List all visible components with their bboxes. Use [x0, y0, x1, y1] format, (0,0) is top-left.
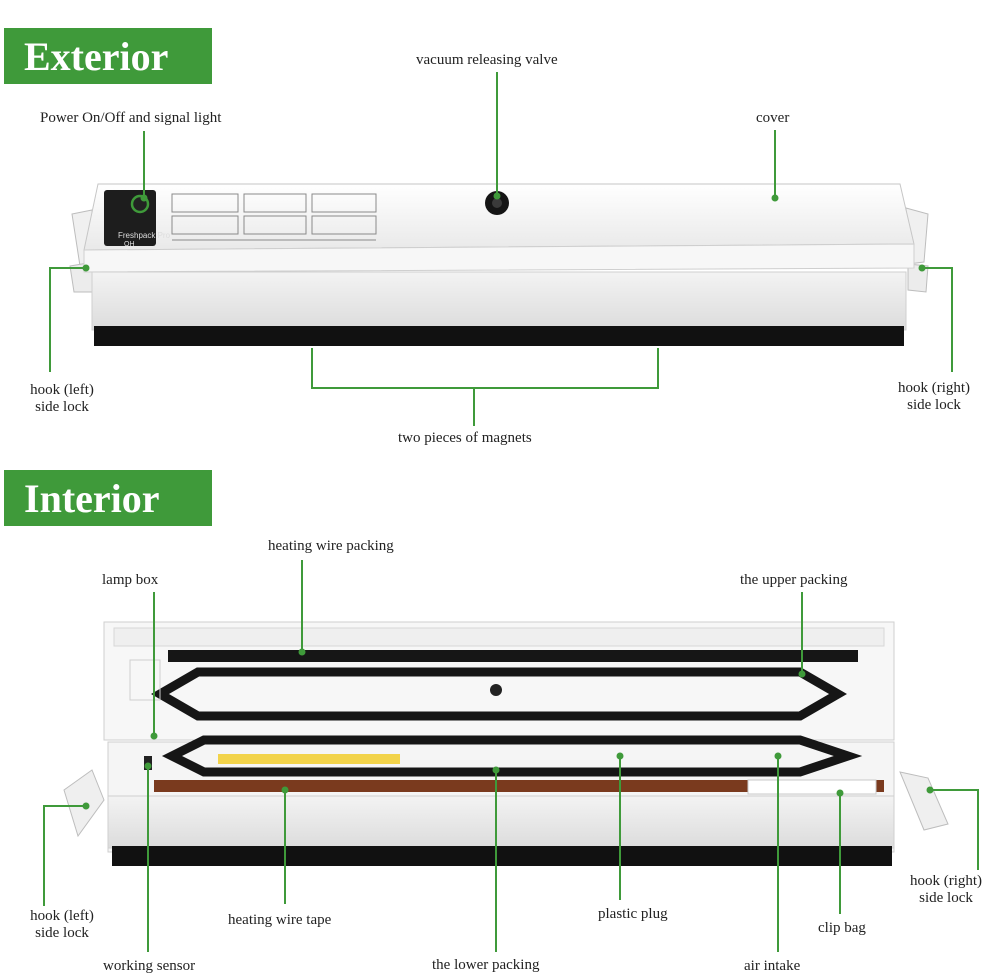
- label-hook-left-interior-line1: hook (left): [30, 908, 94, 924]
- label-cover: cover: [756, 110, 790, 126]
- label-hook-left-interior-line2: side lock: [35, 925, 89, 941]
- label-lower-packing: the lower packing: [432, 957, 540, 973]
- label-hook-right-exterior-line2: side lock: [907, 397, 961, 413]
- leader-dots: [82, 192, 934, 810]
- exterior-banner: Exterior: [4, 28, 212, 84]
- label-upper-packing: the upper packing: [740, 572, 848, 588]
- label-hook-left-exterior: hook (left) side lock: [14, 382, 110, 416]
- leader-lines: [43, 72, 979, 952]
- label-air-intake: air intake: [744, 958, 801, 974]
- label-hook-left-exterior-line2: side lock: [35, 399, 89, 415]
- label-working-sensor: working sensor: [103, 958, 196, 974]
- button-text: OH: [124, 241, 135, 248]
- exterior-device: Freshpack Pro OH: [69, 183, 929, 346]
- label-heating-wire-tape: heating wire tape: [228, 912, 332, 928]
- label-heating-wire-packing: heating wire packing: [268, 538, 394, 554]
- label-hook-right-exterior: hook (right) side lock: [886, 380, 982, 414]
- label-plastic-plug: plastic plug: [598, 906, 668, 922]
- label-hook-right-interior-line1: hook (right): [909, 873, 983, 889]
- label-clip-bag: clip bag: [818, 920, 866, 936]
- interior-banner: Interior: [4, 470, 212, 526]
- brand-text: Freshpack Pro: [118, 231, 171, 240]
- label-lamp-box: lamp box: [102, 572, 159, 588]
- interior-device: [63, 621, 949, 866]
- label-hook-right-exterior-line1: hook (right): [897, 380, 971, 396]
- label-power-signal-light: Power On/Off and signal light: [40, 110, 222, 126]
- label-hook-right-interior-line2: side lock: [919, 890, 973, 906]
- label-vacuum-releasing-valve: vacuum releasing valve: [416, 52, 558, 68]
- label-hook-left-exterior-line1: hook (left): [30, 382, 94, 398]
- label-hook-right-interior: hook (right) side lock: [898, 873, 994, 907]
- label-two-magnets: two pieces of magnets: [398, 430, 532, 446]
- label-hook-left-interior: hook (left) side lock: [14, 908, 110, 942]
